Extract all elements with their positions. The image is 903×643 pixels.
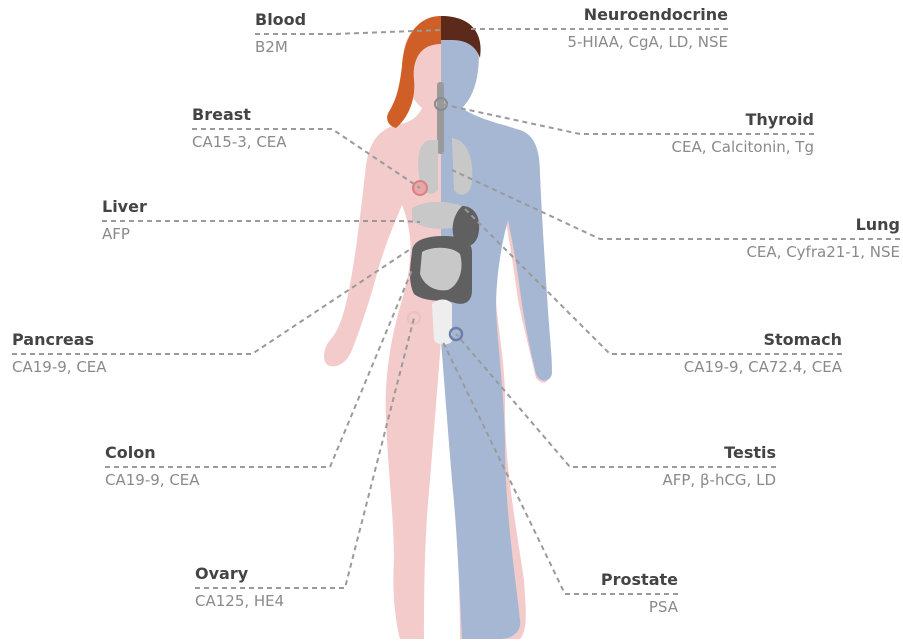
prostate-markers: PSA (649, 598, 678, 616)
neuroendocrine-label: Neuroendocrine (584, 5, 728, 24)
colon-markers: CA19-9, CEA (105, 471, 200, 489)
neuroendocrine-leader-line (470, 29, 728, 30)
ovary-leader-line (195, 318, 414, 588)
blood-label: Blood (255, 10, 306, 29)
stomach-label: Stomach (763, 330, 842, 349)
bladder (432, 300, 452, 345)
testis-label: Testis (724, 443, 776, 462)
breast-label: Breast (192, 105, 251, 124)
stomach-markers: CA19-9, CA72.4, CEA (684, 358, 842, 376)
liver-markers: AFP (102, 225, 130, 243)
thyroid-label: Thyroid (745, 110, 814, 129)
prostate-label: Prostate (601, 570, 678, 589)
lung-markers: CEA, Cyfra21-1, NSE (746, 243, 900, 261)
colon-label: Colon (105, 443, 156, 462)
breast-markers: CA15-3, CEA (192, 133, 287, 151)
ovary-label: Ovary (195, 564, 248, 583)
thyroid-markers: CEA, Calcitonin, Tg (672, 138, 814, 156)
trachea (437, 82, 444, 154)
ovary-markers: CA125, HE4 (195, 592, 284, 610)
neuroendocrine-markers: 5-HIAA, CgA, LD, NSE (567, 33, 728, 51)
testis-markers: AFP, β-hCG, LD (662, 471, 776, 489)
pancreas-markers: CA19-9, CEA (12, 358, 107, 376)
liver-label: Liver (102, 197, 147, 216)
pancreas-label: Pancreas (12, 330, 94, 349)
lung-label: Lung (856, 215, 900, 234)
blood-markers: B2M (255, 38, 288, 56)
liver-leader-line (102, 221, 420, 222)
